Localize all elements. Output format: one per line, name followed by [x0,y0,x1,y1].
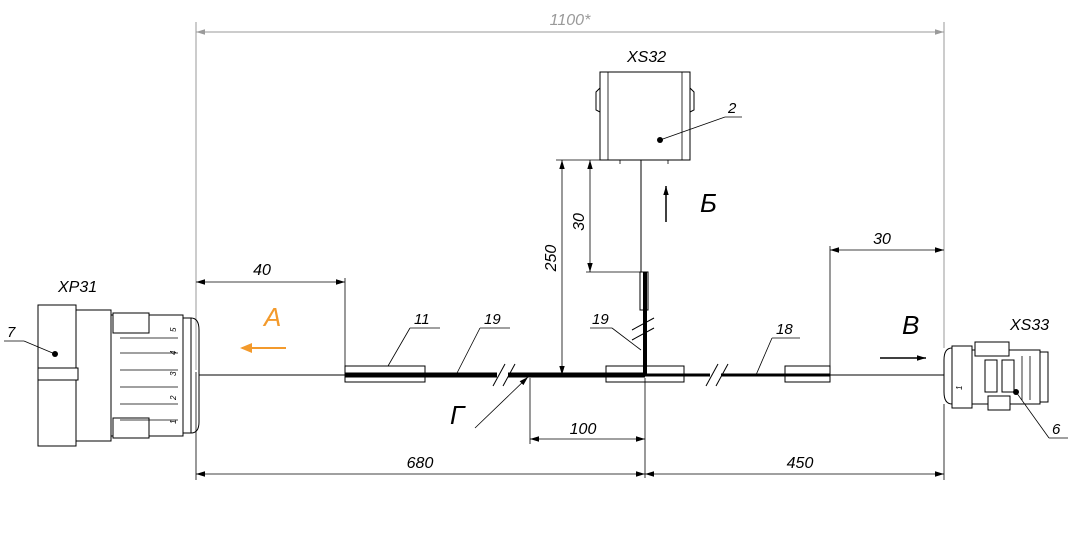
bottom-dimensions: 680 450 [195,372,945,480]
dimension-450-label: 450 [787,455,814,472]
connector-xs32-label: XS32 [626,49,666,66]
view-v: В [880,310,926,361]
connector-xs33: XS33 1 6 [943,317,1068,439]
part-ref-19-branch: 19 [592,311,609,328]
xp31-pin-numbers: 1 2 3 4 5 [169,327,178,424]
view-v-label: В [902,310,919,340]
part-ref-19-left: 19 [484,311,501,328]
dimension-40-label: 40 [253,262,271,279]
pin-number: 2 [169,395,178,401]
dimension-30-vertical-label: 30 [571,213,588,231]
view-g: Г [450,376,529,430]
view-b-label: Б [700,188,717,218]
dimension-30-right-label: 30 [873,231,891,248]
dimension-250-label: 250 [543,245,560,273]
sleeve-right [784,365,831,383]
sleeve-11 [344,365,426,383]
pin-number: 3 [169,371,178,376]
dimension-100: 100 [529,378,646,478]
view-a: А [240,302,286,353]
connector-xp31-label: XP31 [57,279,97,296]
dimension-680-label: 680 [407,455,434,472]
main-cable [199,363,944,387]
part-ref-18: 18 [776,321,793,338]
part-ref-11: 11 [414,311,430,328]
connector-xs33-label: XS33 [1009,317,1049,334]
dimension-30-right: 30 [829,231,944,366]
dimension-40: 40 [196,262,346,366]
view-b: Б [663,186,717,222]
part-leaders: 11 19 19 18 [387,311,800,376]
connector-xs32: XS32 2 [595,49,742,164]
part-ref-7: 7 [7,324,16,341]
overall-dimension-label: 1100* [550,12,591,29]
pin-number: 1 [955,386,964,390]
part-ref-6: 6 [1052,421,1061,438]
pin-number: 5 [169,327,178,332]
pin-number: 4 [169,350,178,355]
view-a-label: А [262,302,281,332]
vertical-dimensions: 250 30 [543,159,641,375]
part-ref-2: 2 [727,100,737,117]
connector-xp31: XP31 1 2 3 4 5 7 [4,279,200,447]
pin-number: 1 [169,420,178,424]
overall-dimension: 1100* [195,12,945,370]
dimension-100-label: 100 [570,421,597,438]
view-g-label: Г [450,400,466,430]
branch-cable [631,160,655,375]
